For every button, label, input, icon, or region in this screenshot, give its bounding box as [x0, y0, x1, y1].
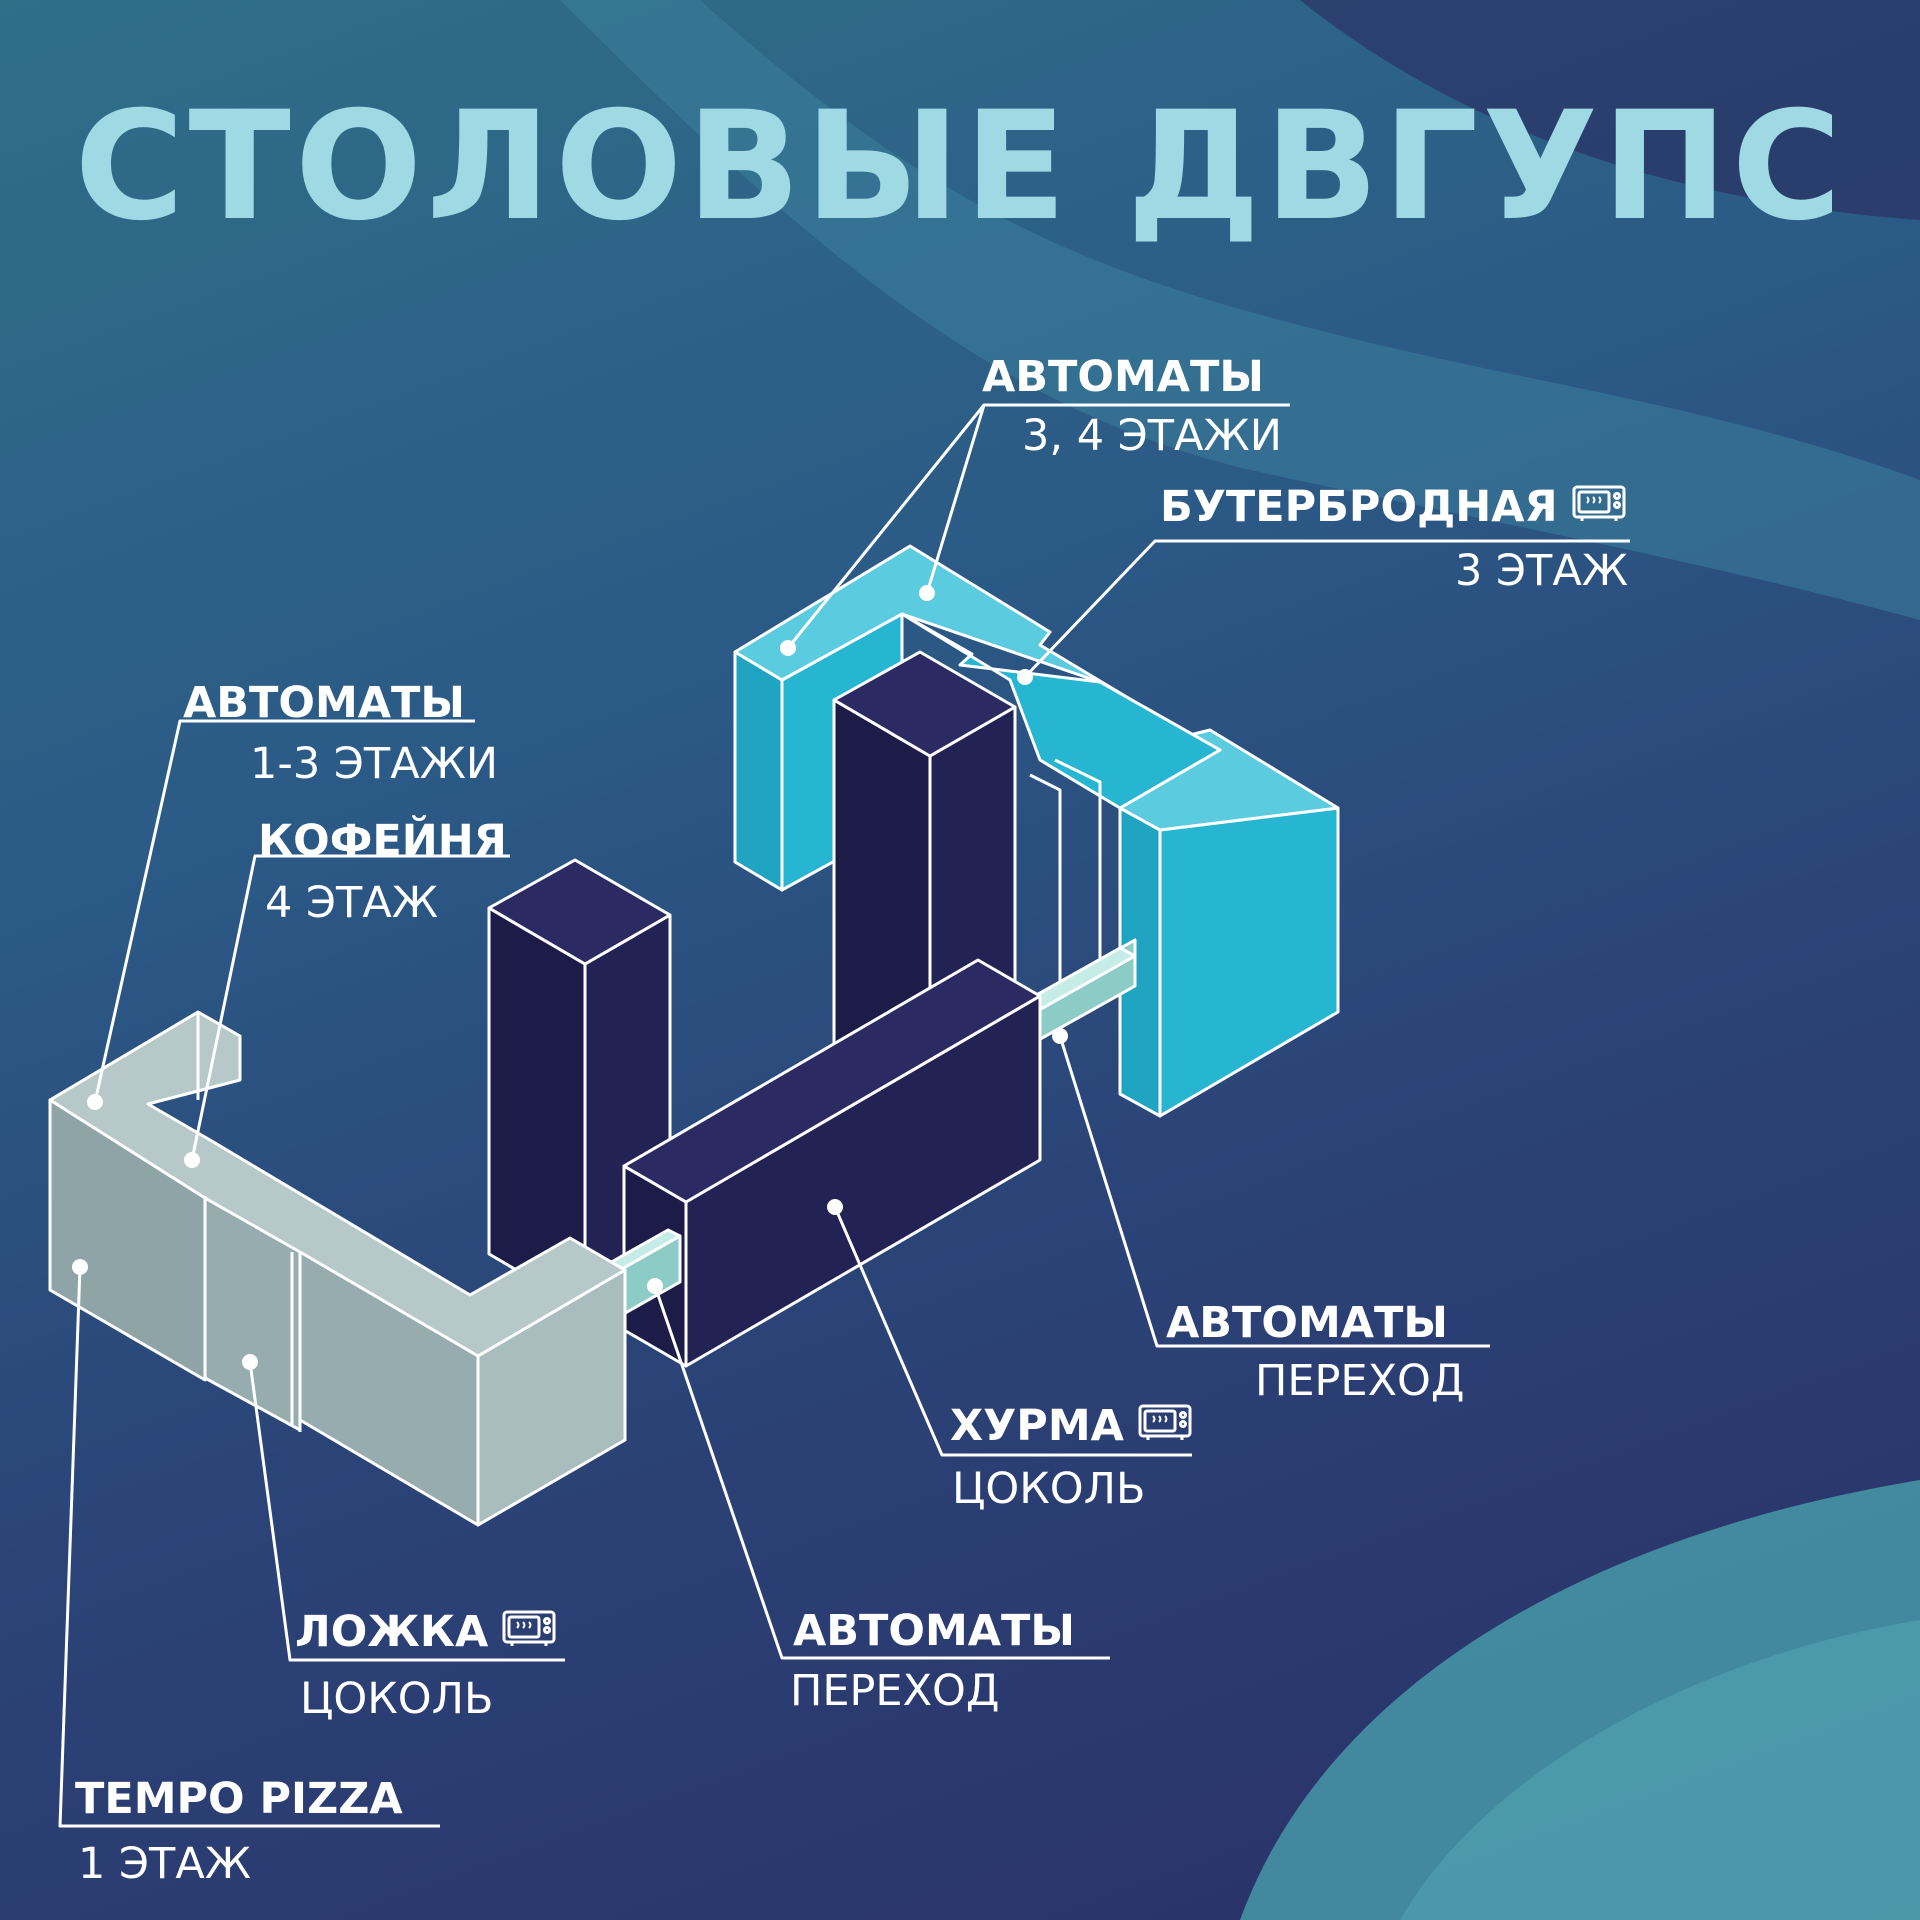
- label-tempo-floor: 1 ЭТАЖ: [78, 1839, 252, 1889]
- label-avtomaty-bottom-name: АВТОМАТЫ: [793, 1606, 1075, 1656]
- navy-low-block: [622, 958, 1042, 1368]
- anchor-dots: [72, 585, 1068, 1370]
- label-avtomaty-right-floor: ПЕРЕХОД: [1255, 1356, 1465, 1406]
- navy-tower-left: [487, 858, 672, 1312]
- label-hurma: ХУРМА: [950, 1404, 1192, 1448]
- grey-building: [48, 1010, 627, 1527]
- microwave-icon: [1138, 1404, 1192, 1440]
- label-avtomaty-top-floor: 3, 4 ЭТАЖИ: [1022, 411, 1282, 461]
- label-buterbrodnaya-floor: 3 ЭТАЖ: [1455, 546, 1629, 596]
- label-avtomaty-bottom-floor: ПЕРЕХОД: [790, 1666, 1000, 1716]
- leader-lines: [58, 403, 1630, 1828]
- microwave-icon: [1572, 485, 1626, 521]
- label-avtomaty-top-name: АВТОМАТЫ: [982, 352, 1264, 402]
- label-avtomaty-right-name: АВТОМАТЫ: [1166, 1298, 1448, 1348]
- label-tempo-name: TEMPO PIZZA: [75, 1774, 403, 1824]
- label-avtomaty-left-floor: 1-3 ЭТАЖИ: [250, 739, 499, 789]
- label-kofeynya-floor: 4 ЭТАЖ: [265, 878, 439, 928]
- label-lozhka-floor: ЦОКОЛЬ: [300, 1674, 494, 1724]
- label-kofeynya-name: КОФЕЙНЯ: [258, 816, 507, 866]
- label-hurma-floor: ЦОКОЛЬ: [952, 1464, 1146, 1514]
- label-lozhka: ЛОЖКА: [295, 1610, 556, 1654]
- label-hurma-name: ХУРМА: [950, 1401, 1124, 1451]
- label-avtomaty-left-name: АВТОМАТЫ: [183, 678, 465, 728]
- label-lozhka-name: ЛОЖКА: [295, 1607, 489, 1657]
- label-buterbrodnaya-name: БУТЕРБРОДНАЯ: [1160, 482, 1558, 532]
- page-title: СТОЛОВЫЕ ДВГУПС: [74, 80, 1846, 254]
- label-buterbrodnaya: БУТЕРБРОДНАЯ: [1160, 485, 1626, 529]
- microwave-icon: [502, 1610, 556, 1646]
